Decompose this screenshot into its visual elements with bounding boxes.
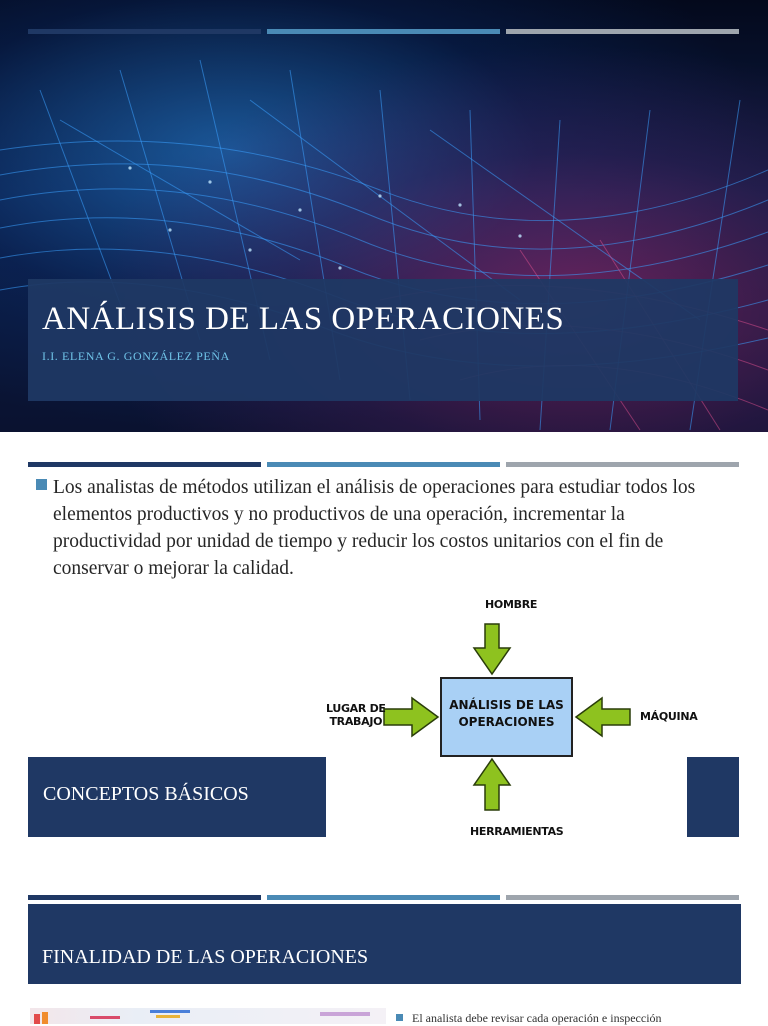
bullet-item: Los analistas de métodos utilizan el aná… <box>34 474 734 582</box>
accent-stripe-dark <box>28 895 261 900</box>
accent-stripe-dark <box>28 462 261 467</box>
section-banner: CONCEPTOS BÁSICOS <box>28 757 326 837</box>
accent-stripe-blue <box>267 895 500 900</box>
accent-stripe-dark <box>28 29 261 34</box>
section-title: FINALIDAD DE LAS OPERACIONES <box>42 946 369 968</box>
body-paragraph: Los analistas de métodos utilizan el aná… <box>53 477 696 579</box>
slide-subtitle: I.I. ELENA G. GONZÁLEZ PEÑA <box>42 349 230 363</box>
decorative-image <box>30 1008 386 1024</box>
arrow-right-icon <box>383 696 440 738</box>
title-banner: ANÁLISIS DE LAS OPERACIONES I.I. ELENA G… <box>28 279 738 401</box>
diagram-label-left: LUGAR DE TRABAJO <box>326 702 386 728</box>
accent-stripe-grey <box>506 29 739 34</box>
diagram-center-box: ANÁLISIS DE LAS OPERACIONES <box>440 677 573 757</box>
arrow-up-icon <box>472 757 512 811</box>
section-banner: FINALIDAD DE LAS OPERACIONES <box>28 904 741 984</box>
diagram-center-label: ANÁLISIS DE LAS OPERACIONES <box>449 698 564 729</box>
accent-stripe-blue <box>267 462 500 467</box>
arrow-left-icon <box>574 696 631 738</box>
section-title: CONCEPTOS BÁSICOS <box>43 783 249 805</box>
arrow-down-icon <box>472 623 512 676</box>
diagram-label-bottom: HERRAMIENTAS <box>470 825 564 838</box>
accent-stripe-blue <box>267 29 500 34</box>
diagram-label-top: HOMBRE <box>485 598 538 611</box>
diagram-label-right: MÁQUINA <box>640 710 698 723</box>
bullet-square-icon <box>36 479 47 490</box>
operations-diagram: HOMBRE LUGAR DE TRABAJO MÁQUINA HERRAMIE… <box>318 592 698 848</box>
title-slide: ANÁLISIS DE LAS OPERACIONES I.I. ELENA G… <box>0 0 768 432</box>
accent-stripe-grey <box>506 895 739 900</box>
body-paragraph: El analista debe revisar cada operación … <box>412 1011 662 1025</box>
bullet-square-icon <box>396 1014 403 1021</box>
accent-stripe-grey <box>506 462 739 467</box>
section-banner-right-edge <box>687 757 739 837</box>
slide-title: ANÁLISIS DE LAS OPERACIONES <box>42 301 565 337</box>
